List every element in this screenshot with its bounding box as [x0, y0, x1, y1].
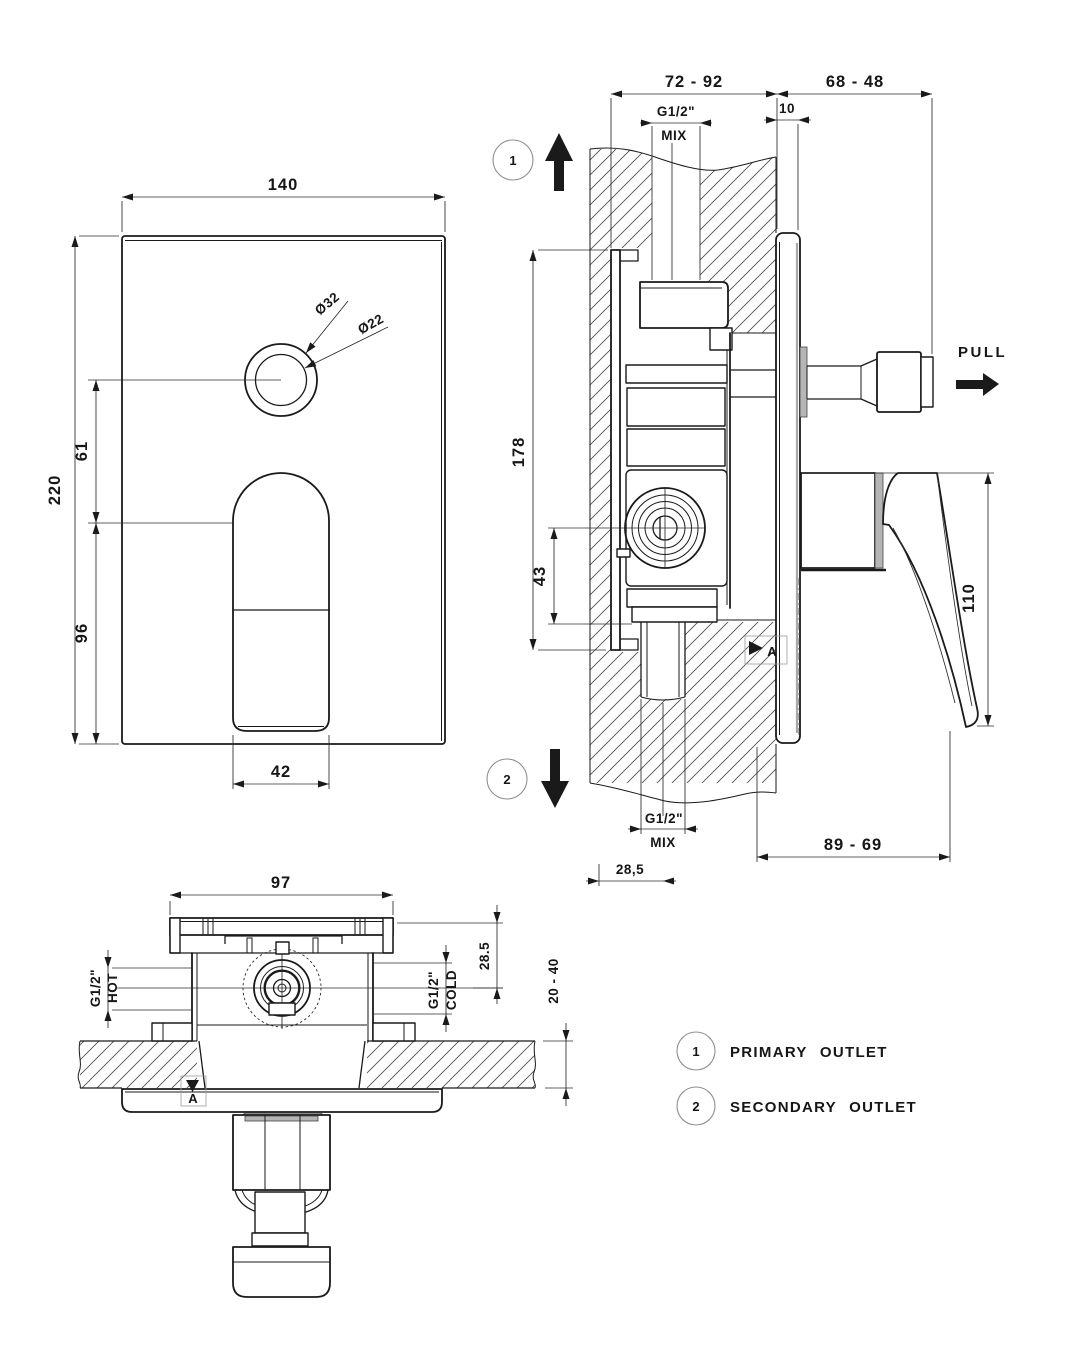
dim-label-28-5-bottom: 28.5 [477, 942, 492, 970]
wall-slab [77, 1040, 536, 1089]
callout-1-number: 1 [509, 153, 516, 168]
side-view: 1 2 PULL 72 - 92 68 - 4 [486, 73, 1007, 886]
dim-cold-inlet: G1/2" COLD [373, 945, 459, 1032]
dim-front-offsets: 61 96 [73, 380, 100, 744]
dim-hot-inlet: G1/2" HOT [88, 950, 192, 1028]
section-arrow-icon [749, 641, 763, 655]
dim-label-mix-top-thread: G1/2" [657, 104, 695, 119]
lever-handle [800, 472, 979, 728]
dim-mix-top: G1/2" MIX [640, 104, 712, 280]
dim-label-96: 96 [73, 623, 91, 643]
diverter-knob [806, 351, 934, 413]
dim-label-110: 110 [960, 583, 978, 613]
dim-body-width: 97 [169, 874, 394, 915]
dim-front-height: 220 [46, 235, 119, 745]
dim-label-cold-thread: G1/2" [426, 971, 441, 1009]
dim-label-89-69: 89 - 69 [824, 836, 882, 854]
dim-label-hot-thread: G1/2" [88, 969, 103, 1007]
handle-bottom [232, 1114, 331, 1298]
dim-label-20-40: 20 - 40 [546, 958, 561, 1004]
section-label-bottom: A [188, 1091, 198, 1106]
dim-lever-length: 110 [802, 472, 994, 727]
dim-label-mix-bottom-thread: G1/2" [645, 811, 683, 826]
down-arrow-icon [541, 749, 569, 808]
dim-front-handle-width: 42 [232, 735, 330, 789]
dim-wall-thickness: 20 - 40 [543, 958, 573, 1106]
pull-label: PULL [958, 344, 1007, 361]
dim-pipe-offset: 28,5 [586, 862, 676, 886]
dim-plate-thickness: 10 [764, 101, 811, 230]
dim-outlet-offset: 43 [531, 528, 632, 625]
cartridge-side [548, 487, 706, 569]
legend-num-1: 1 [692, 1044, 699, 1059]
section-flag-bottom: A [180, 1075, 207, 1107]
valve-body [548, 249, 776, 701]
front-handle [232, 472, 330, 732]
dim-protrusion: 68 - 48 [777, 73, 933, 354]
callout-2-number: 2 [503, 772, 510, 787]
up-arrow-icon [545, 133, 573, 191]
dim-label-72-92: 72 - 92 [665, 73, 723, 91]
cartridge-bottom [115, 941, 503, 1029]
section-arrow-icon [186, 1080, 199, 1092]
rough-body-section [151, 917, 416, 1042]
dim-body-height: 178 [510, 249, 608, 651]
section-label-side: A [767, 644, 777, 659]
legend-label-secondary: SECONDARY OUTLET [730, 1099, 917, 1116]
dim-lever-reach: 89 - 69 [756, 731, 951, 862]
dim-label-mix-bottom-name: MIX [650, 835, 676, 850]
bottom-view: 97 G1/2" HOT G1/2" COLD [77, 874, 573, 1298]
dim-label-140: 140 [268, 176, 299, 194]
dim-label-68-48: 68 - 48 [826, 73, 884, 91]
dim-label-10: 10 [779, 101, 795, 116]
dim-center-offset: 28.5 [397, 905, 503, 1004]
dim-front-width: 140 [121, 176, 446, 232]
bottom-pipe [640, 622, 686, 701]
dim-label-220: 220 [46, 475, 64, 506]
section-flag-side: A [744, 635, 788, 665]
dim-label-178: 178 [510, 437, 528, 468]
dim-label-mix-top-name: MIX [661, 128, 687, 143]
legend-label-primary: PRIMARY OUTLET [730, 1044, 888, 1061]
dim-label-hot-name: HOT [105, 973, 120, 1003]
pull-annotation: PULL [956, 344, 1007, 396]
dim-label-cold-name: COLD [444, 970, 459, 1010]
dim-label-42: 42 [271, 763, 291, 781]
legend: 1 PRIMARY OUTLET 2 SECONDARY OUTLET [676, 1031, 917, 1126]
legend-num-2: 2 [692, 1099, 699, 1114]
legend-item-secondary: 2 SECONDARY OUTLET [676, 1086, 917, 1126]
callout-primary: 1 [492, 133, 573, 191]
dim-mix-bottom: G1/2" MIX [628, 699, 698, 850]
escutcheon-side [775, 232, 808, 744]
dim-label-97: 97 [271, 874, 291, 892]
right-arrow-icon [956, 373, 999, 396]
front-view: 140 220 61 96 42 [46, 176, 446, 789]
dim-label-43: 43 [531, 566, 549, 586]
callout-secondary: 2 [486, 749, 569, 808]
dim-label-28-5-side: 28,5 [616, 862, 644, 877]
dim-label-61: 61 [73, 441, 91, 461]
legend-item-primary: 1 PRIMARY OUTLET [676, 1031, 888, 1071]
